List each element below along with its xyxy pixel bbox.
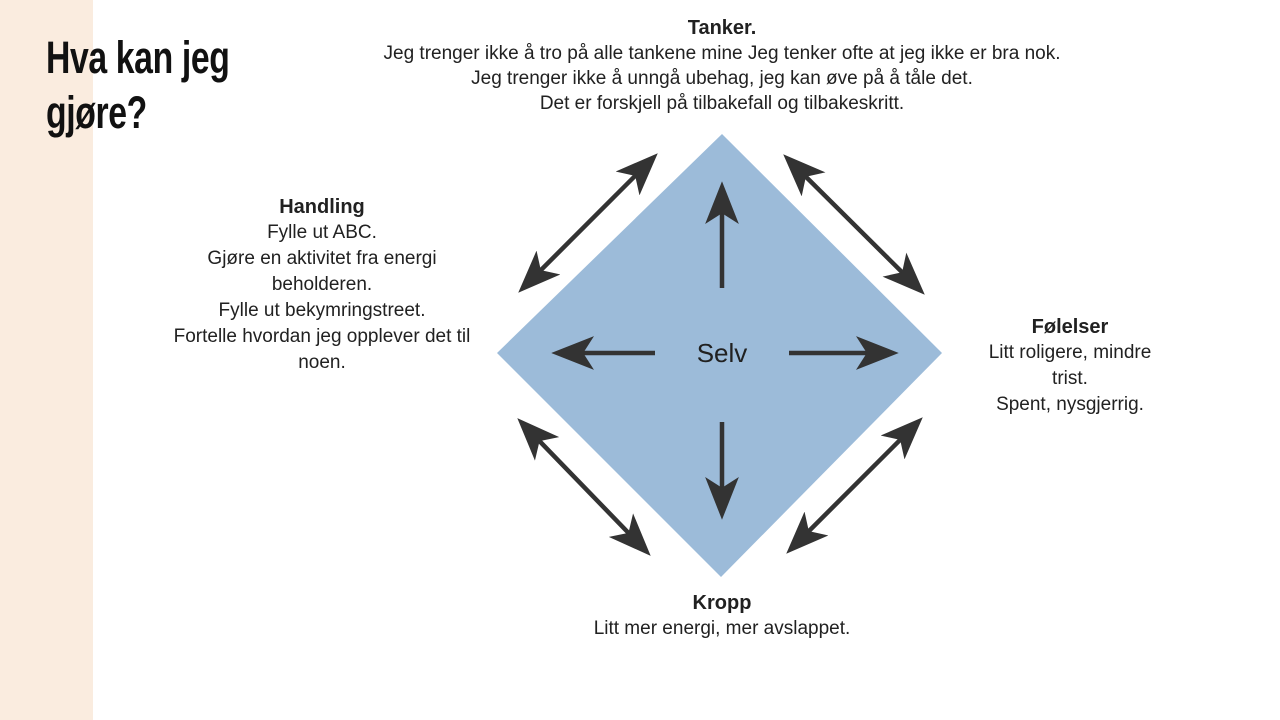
tanker-heading: Tanker. [687, 17, 757, 39]
slide-title-line1: Hva kan jeg [46, 32, 230, 83]
double-arrow-top-left-icon [518, 153, 658, 293]
tanker-block: Tanker. Jeg trenger ikke å tro på alle t… [337, 16, 1107, 116]
folelser-line: Spent, nysgjerrig. [996, 394, 1144, 415]
left-accent-strip [0, 0, 93, 720]
folelser-heading: Følelser [1031, 316, 1109, 338]
double-arrow-bottom-right-icon [786, 417, 923, 554]
handling-line: Fylle ut bekymringstreet. [218, 300, 426, 321]
folelser-line: Litt roligere, mindre trist. [988, 342, 1152, 389]
slide-title: Hva kan jeg gjøre? [46, 30, 230, 140]
kropp-heading: Kropp [692, 592, 752, 614]
double-arrow-top-right-icon [783, 154, 925, 295]
handling-line: Fylle ut ABC. [267, 222, 377, 243]
handling-block: Handling Fylle ut ABC. Gjøre en aktivite… [157, 194, 487, 376]
handling-line: Gjøre en aktivitet fra energi beholderen… [207, 248, 437, 295]
handling-heading: Handling [279, 196, 365, 218]
double-arrow-bottom-left-icon [517, 418, 651, 556]
tanker-line: Jeg trenger ikke å unngå ubehag, jeg kan… [471, 68, 973, 89]
slide-title-line2: gjøre? [46, 87, 147, 138]
folelser-block: Følelser Litt roligere, mindre trist. Sp… [970, 314, 1170, 418]
handling-line: Fortelle hvordan jeg opplever det til no… [173, 326, 471, 373]
kropp-block: Kropp Litt mer energi, mer avslappet. [522, 590, 922, 642]
tanker-line: Det er forskjell på tilbakefall og tilba… [539, 93, 905, 114]
kropp-line: Litt mer energi, mer avslappet. [593, 618, 851, 639]
diamond-center-label: Selv [696, 338, 748, 368]
tanker-line: Jeg trenger ikke å tro på alle tankene m… [383, 43, 1061, 64]
